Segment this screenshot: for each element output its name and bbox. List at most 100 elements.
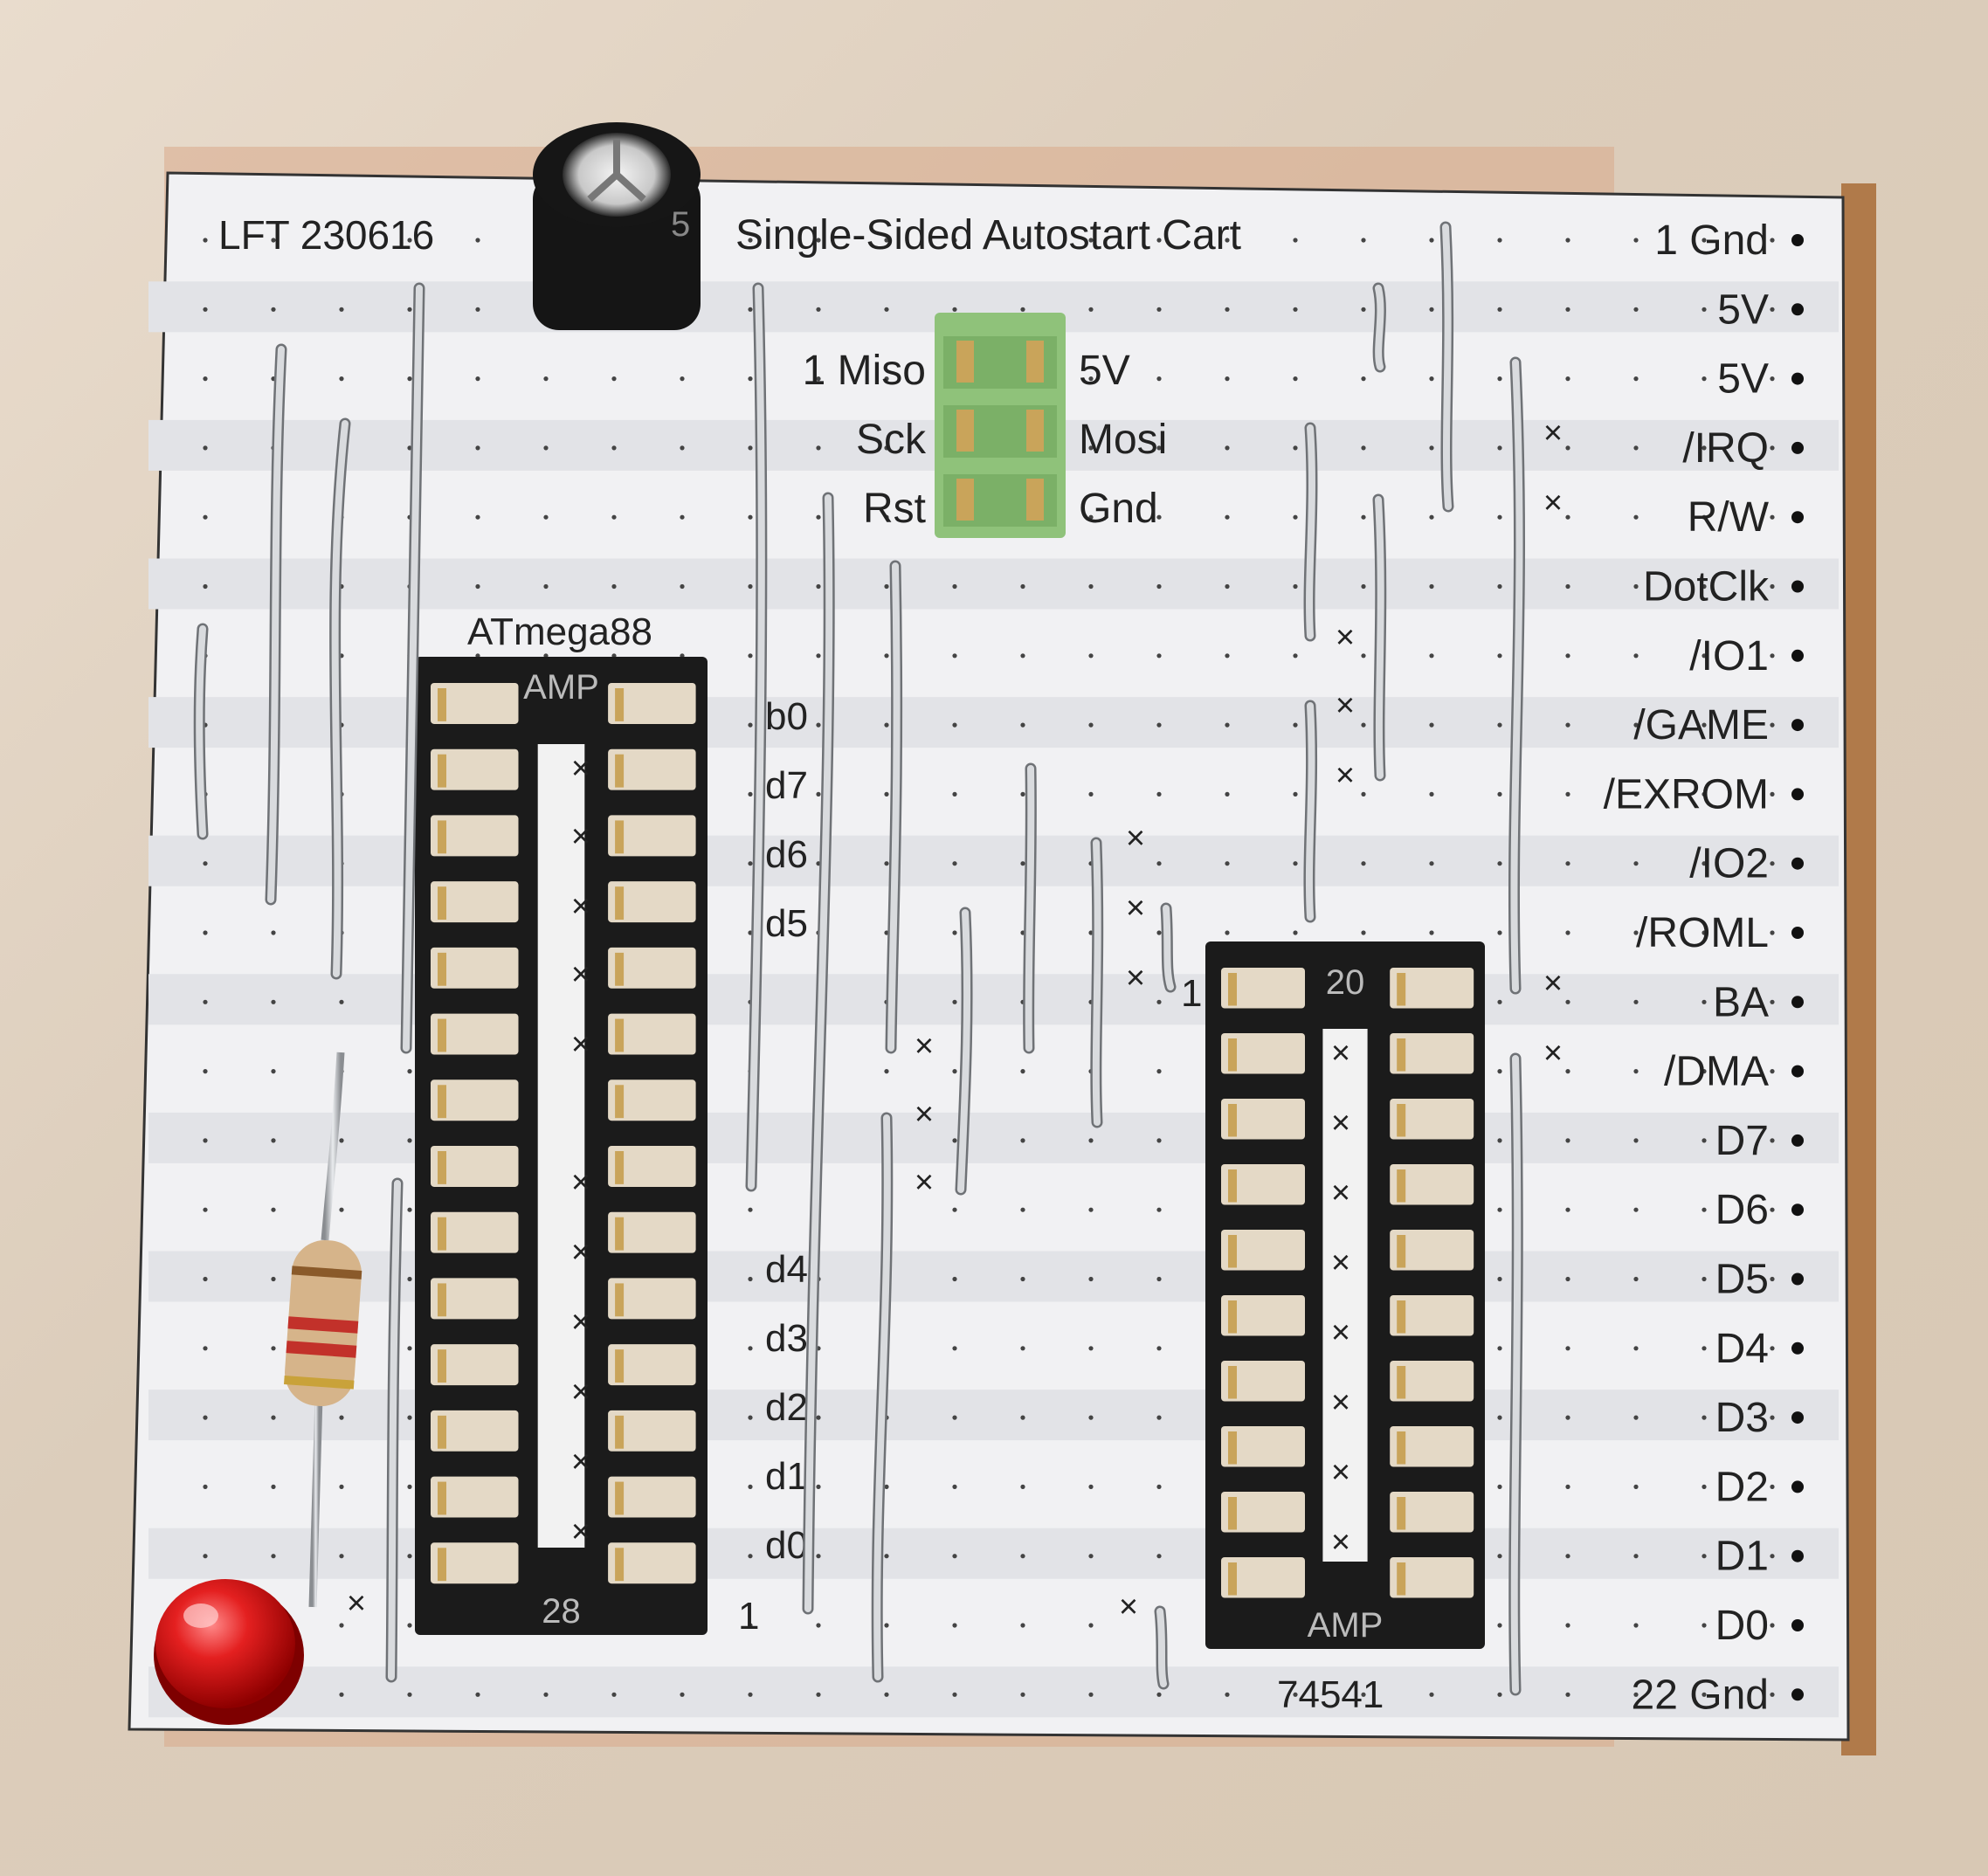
hole bbox=[1293, 1692, 1298, 1697]
hole bbox=[1361, 238, 1366, 243]
socket-pin bbox=[615, 688, 625, 721]
edge-pin-label: D6 bbox=[1715, 1187, 1769, 1233]
hole bbox=[748, 583, 753, 590]
hole bbox=[1156, 1207, 1162, 1212]
hole bbox=[1293, 238, 1298, 243]
hole bbox=[748, 1692, 753, 1697]
hole bbox=[1565, 1623, 1570, 1628]
hole bbox=[816, 376, 821, 382]
hole bbox=[680, 514, 685, 520]
socket-pin bbox=[1228, 1431, 1237, 1465]
hole bbox=[1497, 238, 1502, 243]
nc-mark: × bbox=[1331, 1384, 1350, 1421]
hole bbox=[816, 653, 821, 659]
stripe-row bbox=[148, 1390, 1839, 1441]
socket-pin bbox=[438, 754, 446, 788]
edge-pin-pad bbox=[1791, 1480, 1804, 1493]
hole bbox=[203, 445, 208, 451]
socket-pin bbox=[438, 886, 446, 920]
hole bbox=[475, 583, 480, 590]
hole bbox=[1770, 1069, 1775, 1074]
edge-pin-pad bbox=[1791, 719, 1804, 732]
hole bbox=[407, 1554, 412, 1559]
edge-pin-label: /GAME bbox=[1633, 702, 1769, 748]
hole bbox=[1088, 1623, 1094, 1628]
socket-pin bbox=[615, 886, 625, 920]
socket-pin bbox=[1397, 1366, 1406, 1399]
hole bbox=[1156, 1276, 1162, 1282]
hole bbox=[816, 1484, 821, 1489]
hole bbox=[1156, 722, 1162, 728]
hole bbox=[1565, 1276, 1570, 1282]
edge-pin-pad bbox=[1791, 1273, 1804, 1286]
hole bbox=[1702, 514, 1707, 520]
capacitor-mark: 5 bbox=[671, 205, 690, 244]
hole bbox=[1088, 1415, 1094, 1420]
hole bbox=[1361, 722, 1366, 728]
nc-mark: × bbox=[1336, 687, 1355, 724]
hole bbox=[1497, 930, 1502, 935]
socket-contact bbox=[1221, 1492, 1305, 1533]
hole bbox=[475, 238, 480, 243]
hole bbox=[1770, 930, 1775, 935]
hole bbox=[1565, 722, 1570, 728]
hole bbox=[611, 445, 617, 451]
hole bbox=[1225, 376, 1230, 382]
socket-contact bbox=[608, 1211, 696, 1253]
hole bbox=[1156, 583, 1162, 590]
socket-contact bbox=[431, 1211, 519, 1253]
socket-pin bbox=[438, 1349, 446, 1383]
hole bbox=[1020, 1415, 1025, 1420]
hole bbox=[203, 1069, 208, 1074]
hole bbox=[1633, 1554, 1639, 1559]
hole bbox=[1361, 583, 1366, 590]
hole bbox=[1088, 1138, 1094, 1143]
nc-mark: × bbox=[571, 956, 590, 993]
hole bbox=[1565, 999, 1570, 1004]
hole bbox=[611, 376, 617, 382]
hole bbox=[816, 1554, 821, 1559]
hole bbox=[884, 376, 889, 382]
hole bbox=[1770, 376, 1775, 382]
hole bbox=[1497, 445, 1502, 451]
nc-mark: × bbox=[1331, 1175, 1350, 1211]
hole bbox=[1293, 583, 1298, 590]
hole bbox=[1020, 653, 1025, 659]
hole bbox=[1020, 1554, 1025, 1559]
hole bbox=[1429, 930, 1434, 935]
jumper-wire bbox=[1306, 424, 1315, 639]
socket-pin-count: 28 bbox=[542, 1592, 581, 1631]
hole bbox=[952, 1138, 957, 1143]
isp-pin bbox=[1026, 479, 1044, 521]
isp-pin bbox=[1026, 410, 1044, 452]
hole bbox=[1702, 376, 1707, 382]
socket-window bbox=[1322, 1029, 1368, 1562]
socket-contact bbox=[1221, 1099, 1305, 1140]
hole bbox=[203, 1346, 208, 1351]
socket-contact bbox=[431, 748, 519, 790]
hole bbox=[1088, 1207, 1094, 1212]
hole bbox=[1429, 307, 1434, 312]
jumper-wire bbox=[1375, 496, 1384, 779]
edge-pin-label: /DMA bbox=[1664, 1049, 1769, 1095]
stripe-row bbox=[148, 1528, 1839, 1579]
hole bbox=[952, 999, 957, 1004]
nc-mark: × bbox=[571, 750, 590, 787]
socket-contact bbox=[431, 1079, 519, 1121]
hole bbox=[1429, 791, 1434, 797]
hole bbox=[203, 930, 208, 935]
hole bbox=[1020, 583, 1025, 590]
hole bbox=[1429, 1692, 1434, 1697]
hole bbox=[407, 1484, 412, 1489]
hole bbox=[1156, 238, 1162, 243]
hole bbox=[543, 583, 549, 590]
hole bbox=[680, 445, 685, 451]
hole bbox=[1497, 1207, 1502, 1212]
edge-pin-pad bbox=[1791, 927, 1804, 939]
jumper-wire bbox=[388, 1180, 401, 1680]
hole bbox=[1088, 1276, 1094, 1282]
hole bbox=[1497, 1138, 1502, 1143]
jumper-wire bbox=[196, 625, 206, 838]
